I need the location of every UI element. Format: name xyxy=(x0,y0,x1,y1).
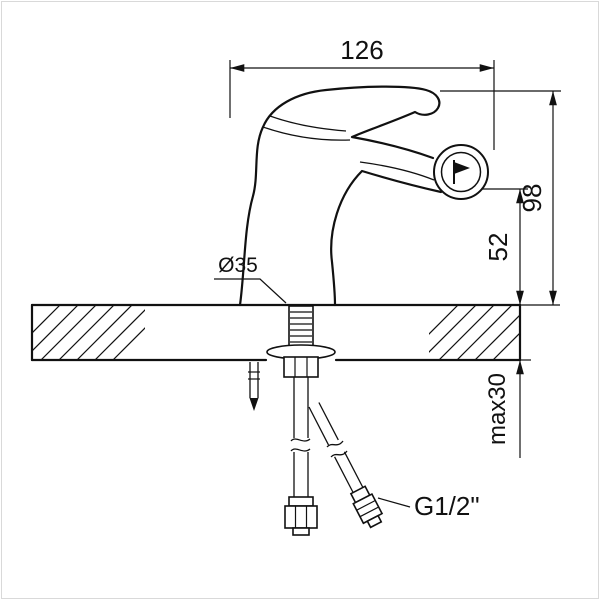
dimension-width: 126 xyxy=(229,35,495,150)
dim-max-thickness-label: max30 xyxy=(484,373,511,445)
aerator-head xyxy=(433,144,489,200)
dimension-max-thickness: max30 xyxy=(484,360,524,458)
hatching-right xyxy=(429,306,519,359)
hatching-left xyxy=(33,306,145,359)
aerator-flag-icon xyxy=(454,162,470,174)
hose-connector xyxy=(349,485,384,529)
dim-width-label: 126 xyxy=(340,35,383,65)
dim-thread-label: G1/2" xyxy=(414,491,480,521)
dim-height-label: 98 xyxy=(517,184,547,213)
mounting-nut xyxy=(283,356,319,378)
faucet-body-outline xyxy=(238,85,443,307)
supply-hose-vertical xyxy=(284,377,318,536)
threaded-shank xyxy=(288,305,314,351)
dimension-base-diameter: Ø35 xyxy=(214,254,287,304)
dimension-outlet-height: 52 xyxy=(481,188,528,305)
fixing-stud xyxy=(248,362,260,411)
countertop-section xyxy=(30,303,560,362)
supply-hose-diagonal xyxy=(308,402,384,529)
dim-outlet-height-label: 52 xyxy=(483,233,513,262)
dim-base-diameter-label: Ø35 xyxy=(218,254,258,277)
dimension-thread: G1/2" xyxy=(377,491,480,521)
